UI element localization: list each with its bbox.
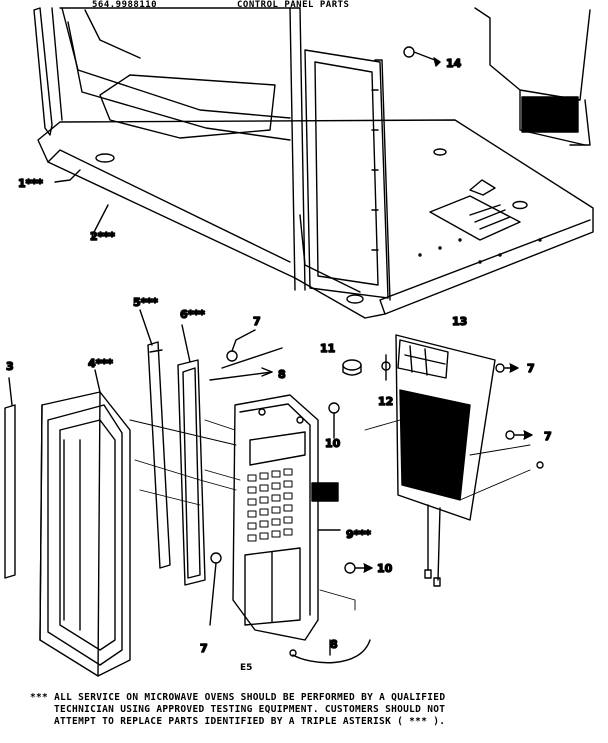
part-4-front-frame (39, 369, 131, 677)
screw-10-upper (328, 402, 340, 439)
screw-8-upper (209, 347, 283, 381)
service-footnote: *** ALL SERVICE ON MICROWAVE OVENS SHOUL… (30, 692, 590, 728)
callout-7-right-lower: 7 (544, 430, 552, 443)
footnote-line-1: *** ALL SERVICE ON MICROWAVE OVENS SHOUL… (30, 692, 446, 703)
part-13-circuit-board (395, 334, 496, 587)
callout-3: 3 (6, 360, 14, 373)
screw-7-right-lower (505, 430, 533, 440)
footnote-line-3: ATTEMPT TO REPLACE PARTS IDENTIFIED BY A… (54, 716, 446, 727)
callout-7-right-upper: 7 (527, 362, 535, 375)
part-11-fuse (342, 359, 362, 376)
part-6-gasket (177, 324, 206, 586)
part-9-control-panel (232, 394, 341, 641)
callout-8-upper: 8 (278, 368, 286, 381)
callout-10-lower: 10 (377, 562, 393, 575)
callout-5: 5*** (133, 296, 158, 309)
assembly-guides (129, 419, 531, 611)
screw-7-right-small (536, 461, 544, 469)
part-12-screw (381, 354, 391, 381)
leader-2 (91, 204, 109, 237)
screw-7-upper (226, 329, 256, 362)
callout-10-upper: 10 (325, 437, 341, 450)
part-number: 564.9988110 (92, 0, 158, 10)
leader-1 (54, 169, 81, 183)
wire-8-lower (289, 639, 371, 664)
part-3-side-strip (4, 377, 16, 579)
callout-8-lower: 8 (330, 638, 338, 651)
callout-7-lower: 7 (200, 642, 208, 655)
footnote-line-2: TECHNICIAN USING APPROVED TESTING EQUIPM… (54, 704, 446, 715)
oven-cavity (33, 7, 594, 319)
callout-6: 6*** (180, 308, 205, 321)
screw-14 (403, 46, 441, 67)
screw-10-lower (344, 562, 373, 574)
callout-11: 11 (320, 342, 335, 355)
part-5-strip (139, 309, 171, 569)
callout-4: 4*** (88, 357, 113, 370)
screw-7-lower (209, 552, 222, 626)
page-title: CONTROL PANEL PARTS (237, 0, 350, 10)
callout-14: 14 (446, 57, 462, 70)
callout-13: 13 (452, 315, 467, 328)
callout-2: 2*** (90, 230, 115, 243)
callout-7-upper: 7 (253, 315, 261, 328)
callout-12: 12 (378, 395, 393, 408)
callout-1: 1*** (18, 177, 43, 190)
callout-9: 9*** (346, 528, 371, 541)
screw-7-right-upper (495, 363, 519, 373)
figure-code: E5 (240, 663, 253, 673)
